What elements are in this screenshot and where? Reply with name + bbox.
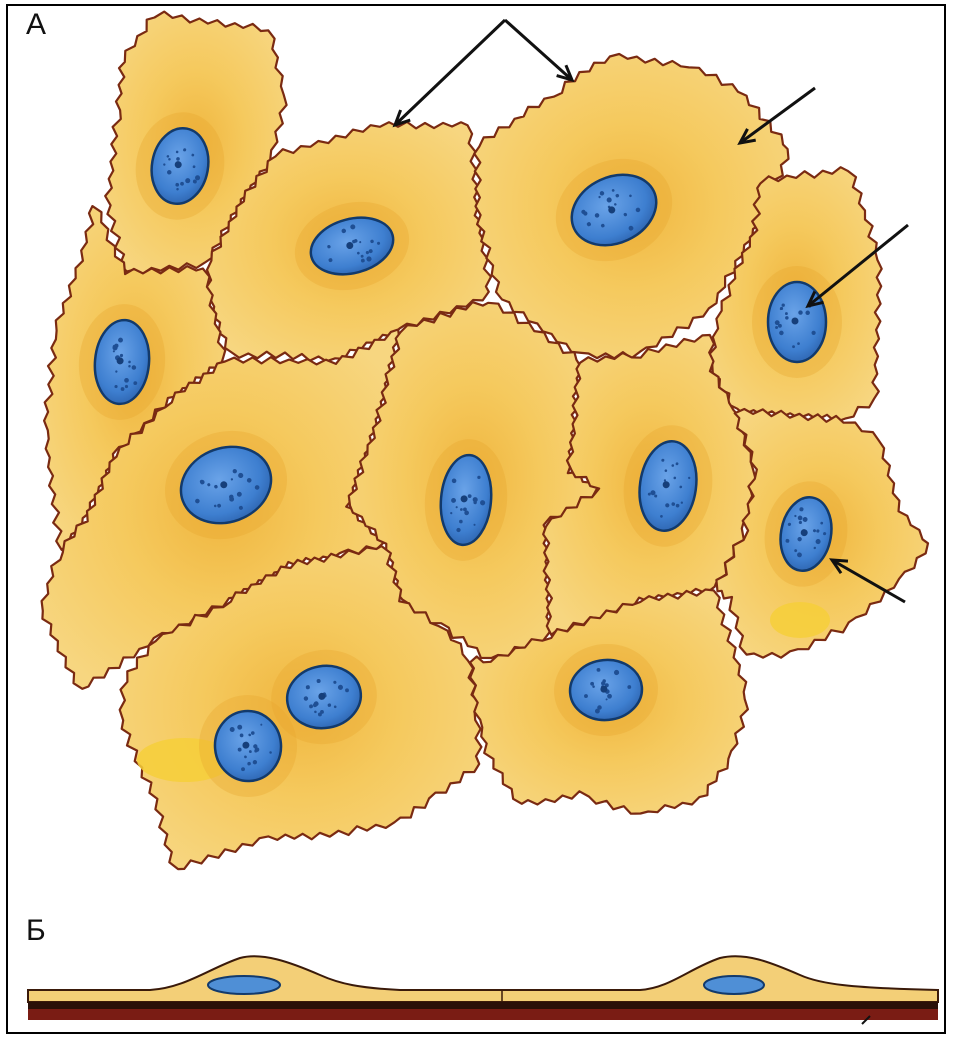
section-epithelium	[28, 956, 938, 1002]
cytoplasm-highlight	[770, 602, 830, 638]
basement-membrane	[28, 1002, 938, 1009]
panel-label-a: А	[26, 8, 46, 42]
arrow-cell-border-left	[395, 20, 505, 125]
cross-section	[28, 956, 938, 1024]
nucleus	[752, 266, 842, 378]
section-nucleus-right	[704, 976, 764, 994]
panel-label-b: Б	[26, 914, 46, 948]
section-nucleus-left	[208, 976, 280, 994]
connective-tissue-layer	[28, 1009, 938, 1020]
arrow-cell-border-right	[505, 20, 572, 80]
